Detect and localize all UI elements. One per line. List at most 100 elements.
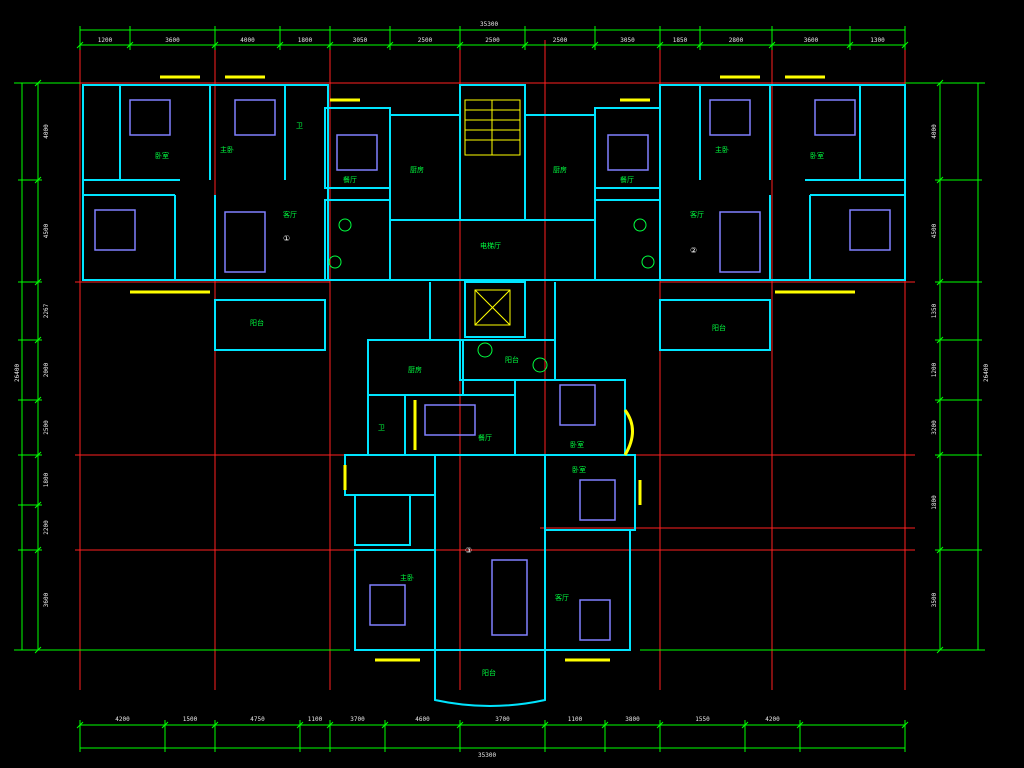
dimension-ticks (18, 26, 982, 752)
room-label: 餐厅 (343, 175, 357, 184)
dimension-tick (796, 721, 804, 729)
top-dimension-text: 2500 (553, 37, 568, 44)
dimension-tick (456, 721, 464, 729)
dimension-tick (601, 721, 609, 729)
sofa-set-unit1 (224, 211, 266, 273)
left-dimension-text: 3600 (43, 592, 50, 607)
dimension-tick (34, 646, 42, 654)
dimension-tick (326, 41, 334, 49)
dimension-tick (34, 336, 42, 344)
bed-unit2-b (814, 99, 856, 136)
dining-table-unit3 (424, 404, 476, 436)
top-dimension-text: 1300 (870, 37, 885, 44)
bottom-dimension-text: 1550 (695, 716, 710, 723)
room-label: 卫 (296, 122, 303, 130)
bed-unit3-b (579, 479, 616, 521)
dimension-tick (541, 721, 549, 729)
bed-unit2-c (849, 209, 891, 251)
unit-number-1: ① (283, 234, 290, 243)
dimension-tick (936, 646, 944, 654)
right-dimension-text: 1350 (931, 303, 938, 318)
right-dimension-text: 4500 (931, 223, 938, 238)
bottom-dimension-text: 3700 (350, 716, 365, 723)
dimension-tick (936, 546, 944, 554)
dimension-tick (34, 501, 42, 509)
room-label: 厨房 (410, 165, 424, 174)
dimension-tick (936, 396, 944, 404)
room-label: 卧室 (810, 151, 824, 160)
unit-markers: ① ② ③ (283, 234, 697, 555)
room-label: 卫 (378, 424, 385, 432)
bottom-dimension-text: 4600 (415, 716, 430, 723)
dimension-tick (591, 41, 599, 49)
dimension-tick (456, 41, 464, 49)
dimension-tick (696, 41, 704, 49)
bottom-dimension-text: 1100 (308, 716, 323, 723)
room-label: 卧室 (155, 151, 169, 160)
dimension-tick (936, 451, 944, 459)
room-label: 主卧 (715, 145, 729, 154)
overall-dim-top: 35300 (480, 21, 498, 28)
bed-unit1-a (129, 99, 171, 136)
top-dimension-text: 3050 (620, 37, 635, 44)
dimension-tick (381, 721, 389, 729)
dimension-tick (296, 721, 304, 729)
top-dimension-text: 2800 (729, 37, 744, 44)
plants (328, 218, 655, 373)
dimension-tick (936, 278, 944, 286)
room-labels: 卧室 主卧 卫 厨房 餐厅 客厅 阳台 电梯厅 卧室 主卧 厨房 餐厅 客厅 阳… (155, 122, 824, 677)
dimension-tick (34, 79, 42, 87)
room-label: 卧室 (570, 440, 584, 449)
top-dimension-text: 4000 (240, 37, 255, 44)
dimension-tick (656, 41, 664, 49)
stair-and-lift (464, 99, 521, 326)
right-dimension-text: 1800 (931, 495, 938, 510)
unit-number-3: ③ (465, 546, 472, 555)
bottom-dimension-text: 3700 (495, 716, 510, 723)
unit-number-2: ② (690, 246, 697, 255)
building-walls (82, 84, 906, 707)
dimension-tick (936, 176, 944, 184)
bed-unit2-a (709, 99, 751, 136)
dimension-tick (386, 41, 394, 49)
bottom-dimension-text: 1100 (568, 716, 583, 723)
room-label: 厨房 (553, 165, 567, 174)
bed-unit3-c (369, 584, 406, 626)
left-dimension-text: 2267 (43, 303, 50, 318)
overall-dim-bottom: 35300 (478, 752, 496, 759)
room-label: 阳台 (505, 355, 519, 364)
dining-table-unit2 (607, 134, 649, 171)
dimension-tick (326, 721, 334, 729)
left-dimension-text: 4000 (43, 124, 50, 139)
dimension-tick (211, 41, 219, 49)
dimension-tick (741, 721, 749, 729)
overall-dim-right: 26400 (983, 364, 990, 382)
dimension-lines (14, 29, 985, 749)
bed-unit3-d (579, 599, 611, 641)
dimension-tick (936, 79, 944, 87)
dimension-tick (126, 41, 134, 49)
top-dimension-text: 1800 (298, 37, 313, 44)
left-dimension-text: 2000 (43, 362, 50, 377)
sofa-set-unit3 (491, 559, 528, 636)
room-label: 卧室 (572, 465, 586, 474)
room-label: 客厅 (690, 210, 704, 219)
dimension-tick (768, 41, 776, 49)
dimension-tick (211, 721, 219, 729)
dimension-tick (34, 451, 42, 459)
dimension-tick (34, 546, 42, 554)
dimension-tick (76, 721, 84, 729)
right-dimension-text: 4000 (931, 124, 938, 139)
right-dimension-text: 1200 (931, 362, 938, 377)
left-dimension-text: 2200 (43, 520, 50, 535)
right-dimension-text: 3200 (931, 420, 938, 435)
top-dimension-text: 3050 (353, 37, 368, 44)
dimension-tick (34, 396, 42, 404)
top-dimension-text: 1200 (98, 37, 113, 44)
left-dimension-text: 2500 (43, 420, 50, 435)
overall-dim-left: 26400 (14, 364, 21, 382)
